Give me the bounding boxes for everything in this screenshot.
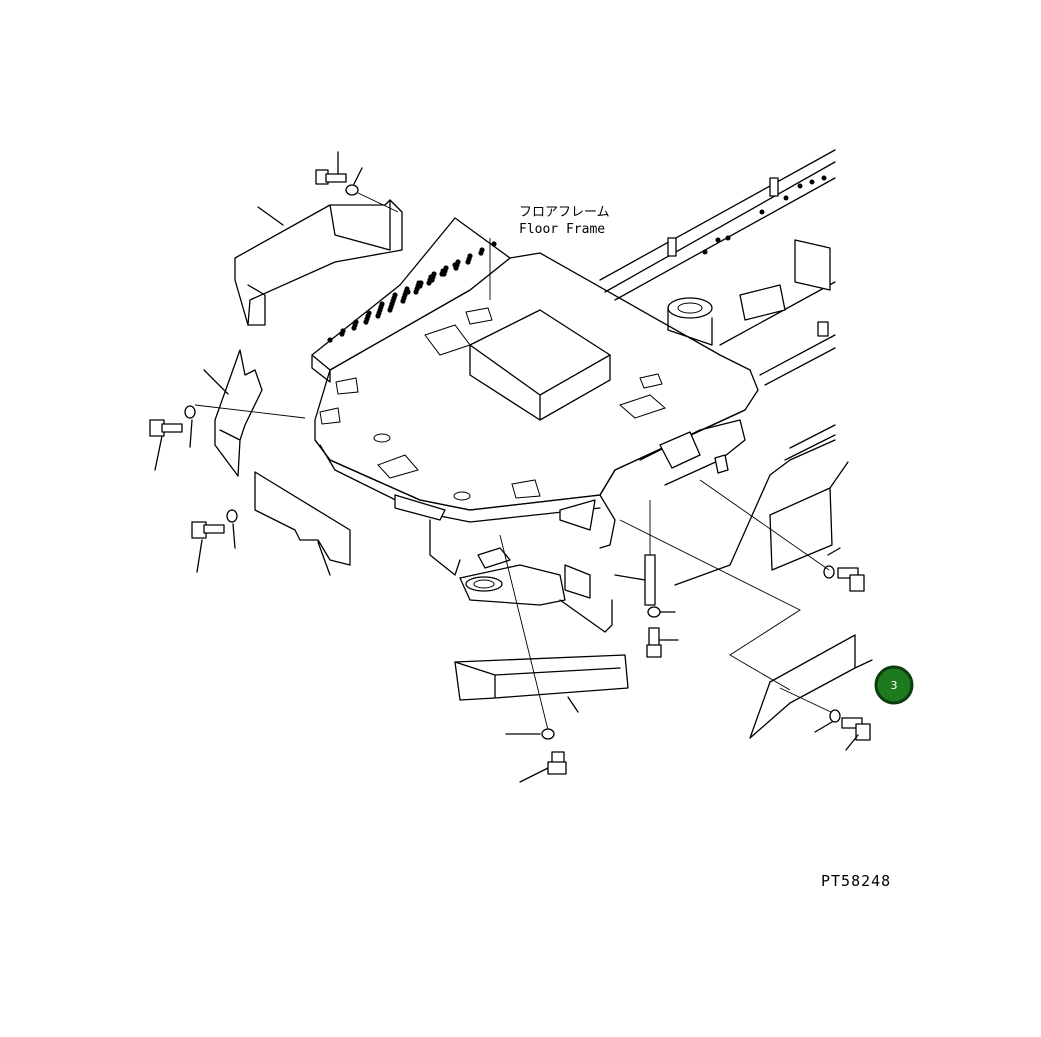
label-japanese: フロアフレーム bbox=[519, 205, 610, 220]
callout-number[interactable]: 3 bbox=[891, 679, 898, 692]
cover-top-left bbox=[234, 151, 403, 326]
part-code: PT58248 bbox=[821, 872, 891, 890]
perforation-hole bbox=[439, 271, 445, 277]
perforation-hole bbox=[375, 313, 381, 319]
perforation-hole bbox=[387, 307, 393, 313]
cover-right-lower bbox=[619, 519, 873, 751]
perforation-hole bbox=[426, 280, 432, 286]
perforation-hole bbox=[339, 331, 345, 337]
callout-3[interactable]: 3 bbox=[874, 665, 914, 705]
perforation-hole bbox=[327, 337, 333, 343]
cover-right-upper bbox=[674, 439, 865, 592]
floor-frame-plate bbox=[314, 252, 759, 523]
perforation-hole bbox=[363, 319, 369, 325]
perforation-hole bbox=[452, 262, 458, 268]
cover-lower-left bbox=[191, 471, 351, 576]
perforation-hole bbox=[465, 259, 471, 265]
step-plate bbox=[311, 217, 511, 383]
floor-frame-label: フロアフレーム Floor Frame bbox=[489, 205, 610, 300]
perforation-hole bbox=[351, 325, 357, 331]
label-english: Floor Frame bbox=[519, 222, 605, 237]
bracket-left bbox=[149, 349, 306, 477]
perforation-hole bbox=[478, 250, 484, 256]
perforation-hole bbox=[491, 241, 497, 247]
cover-channel bbox=[454, 534, 629, 783]
frame-rails bbox=[599, 149, 836, 461]
perforation-hole bbox=[413, 289, 419, 295]
bracket-center bbox=[614, 500, 679, 658]
callout-circle[interactable] bbox=[874, 665, 914, 705]
perforation-hole bbox=[400, 298, 406, 304]
